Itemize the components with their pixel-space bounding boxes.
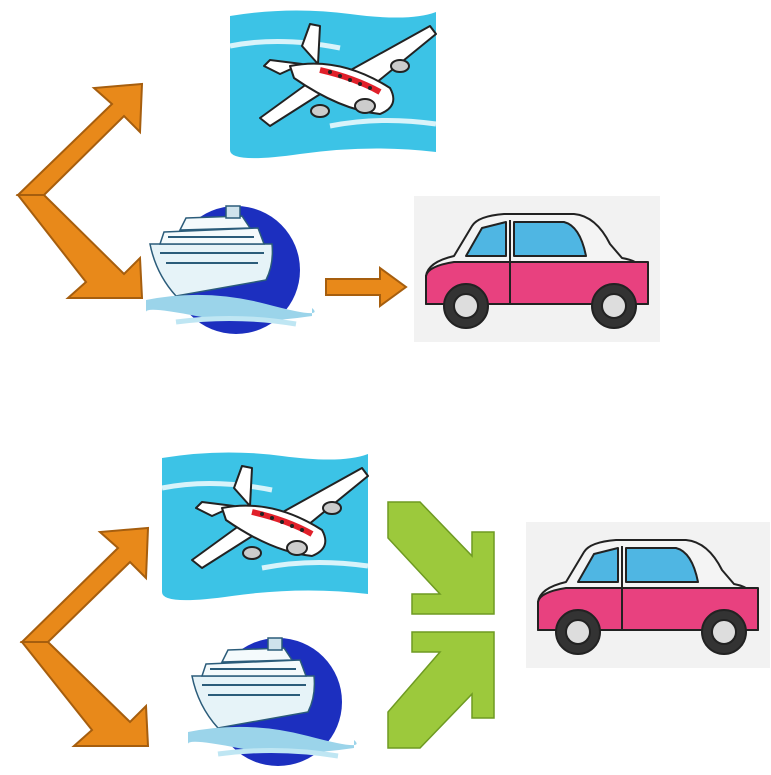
car-panel [526,522,770,668]
car-icon [526,522,770,668]
cruise-ship-icon [188,636,354,770]
airplane-icon [162,448,368,598]
cruise-ship-panel [188,636,354,770]
converge-arrow-icon [386,500,498,750]
airplane-panel [162,448,368,598]
